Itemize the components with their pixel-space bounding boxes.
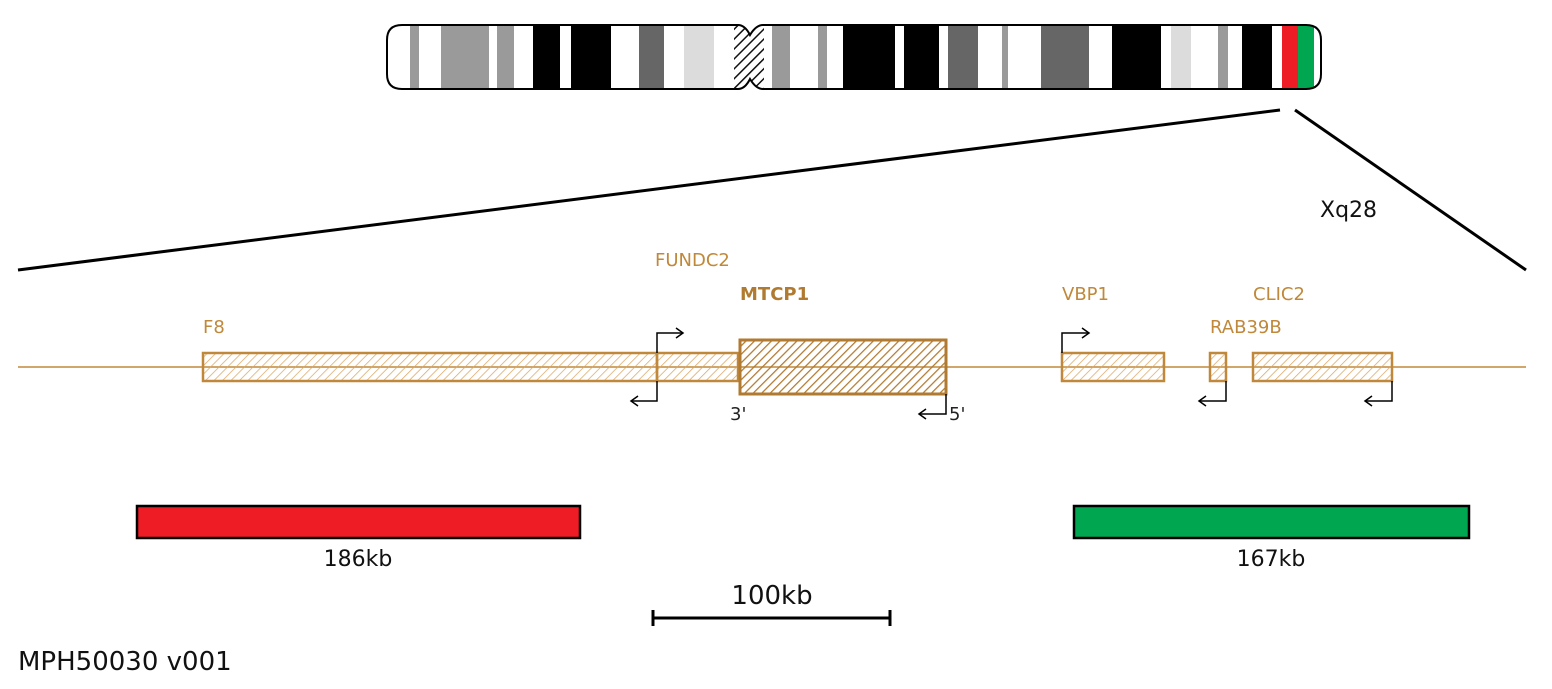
band: [571, 25, 611, 89]
gene-rab39b: RAB39B: [1208, 317, 1282, 383]
band: [948, 25, 978, 89]
gene-label: CLIC2: [1253, 284, 1305, 305]
gene-clic2: CLIC2: [1251, 284, 1394, 383]
transcription-arrows: [629, 327, 1393, 420]
arrowhead-icon: [629, 395, 639, 407]
gene-label: F8: [203, 317, 225, 338]
product-code: MPH50030 v001: [18, 647, 232, 677]
centromere: [734, 25, 764, 89]
probe-bar: [1072, 504, 1471, 540]
probe-size-label: 167kb: [1237, 547, 1306, 572]
gene-label: MTCP1: [740, 284, 809, 305]
gene-label: VBP1: [1062, 284, 1109, 305]
band: [441, 25, 489, 89]
five-prime-label: 5': [949, 404, 965, 425]
band: [818, 25, 827, 89]
chromosome-ideogram: [386, 24, 1322, 90]
reverse-arrow-icon: [1200, 381, 1227, 402]
band: [772, 25, 790, 89]
arrowhead-icon: [1197, 395, 1207, 407]
probe-size-label: 186kb: [324, 547, 393, 572]
band: [904, 25, 939, 89]
gene-label: FUNDC2: [655, 250, 730, 271]
gene-box: [1208, 351, 1228, 383]
reverse-arrow-icon: [632, 381, 658, 402]
reverse-arrow-icon: [1366, 381, 1393, 402]
band: [1041, 25, 1089, 89]
green-probe: 167kb: [1072, 504, 1471, 572]
arrowhead-icon: [675, 327, 685, 339]
gene-box: [1060, 351, 1166, 383]
probe-bar: [135, 504, 582, 540]
gene-box: [1251, 351, 1394, 383]
red-probe-marker: [1282, 25, 1298, 89]
arrowhead-icon: [1363, 395, 1373, 407]
gene-label: RAB39B: [1210, 317, 1282, 338]
scale-bar-label: 100kb: [731, 581, 812, 611]
gene-box: [201, 351, 659, 383]
gene-f8: F8: [201, 317, 659, 383]
red-probe: 186kb: [135, 504, 582, 572]
arrowhead-icon: [917, 408, 927, 420]
band: [533, 25, 560, 89]
zoom-line-left: [17, 108, 1281, 272]
band: [1171, 25, 1191, 89]
three-prime-label: 3': [730, 404, 746, 425]
band: [410, 25, 419, 89]
gene-box: [655, 351, 740, 383]
gene-mtcp1: MTCP1: [738, 284, 948, 396]
scale-bar: 100kb: [651, 581, 892, 626]
band: [639, 25, 664, 89]
chromosome-outline: [386, 24, 1322, 90]
band: [1218, 25, 1228, 89]
gene-fundc2: FUNDC2: [655, 250, 740, 383]
band: [497, 25, 514, 89]
band: [843, 25, 895, 89]
arrowhead-icon: [1081, 327, 1091, 339]
band: [1112, 25, 1161, 89]
green-probe-marker: [1298, 25, 1314, 89]
zoom-line-right: [1294, 108, 1527, 272]
reverse-arrow-icon: [920, 394, 947, 415]
band: [1002, 25, 1008, 89]
band: [684, 25, 714, 89]
gene-vbp1: VBP1: [1060, 284, 1166, 383]
gene-box: [738, 338, 948, 396]
band: [1242, 25, 1272, 89]
forward-arrow-icon: [656, 332, 682, 353]
forward-arrow-icon: [1061, 332, 1088, 353]
band-label: Xq28: [1320, 198, 1377, 223]
